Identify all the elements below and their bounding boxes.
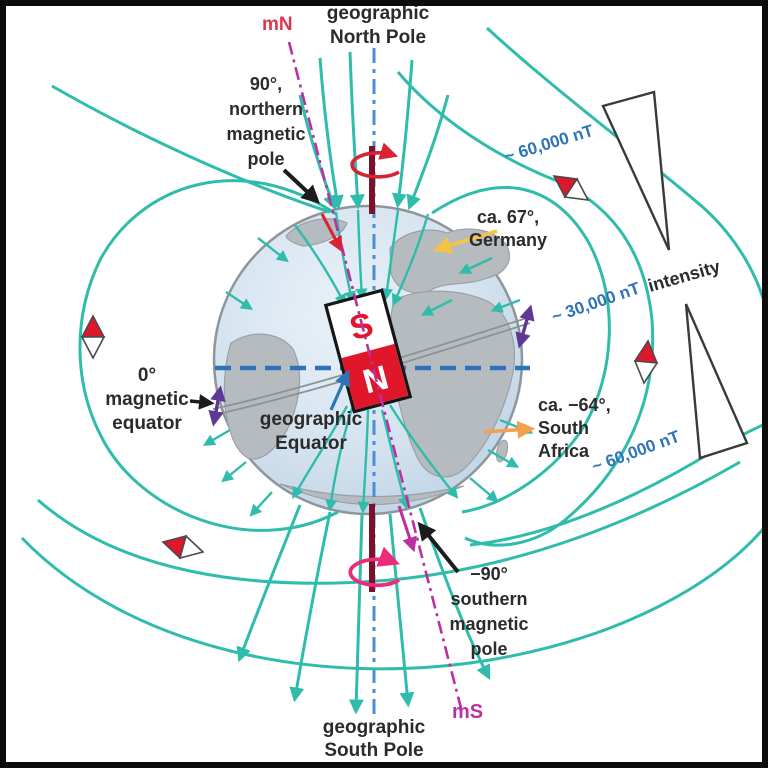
compass-needle-top-right — [552, 175, 590, 201]
geographic-equator-pointer-arrow — [329, 369, 350, 411]
equator-field-arrow-left — [208, 385, 226, 427]
intensity-triangle-south — [684, 303, 749, 460]
magnetic-equator-pointer-arrow — [189, 394, 215, 410]
surface-field-arrows — [202, 237, 534, 517]
intensity-triangle-north — [601, 90, 671, 251]
magnetic-axis-line — [287, 41, 464, 713]
south-africa-inclination-arrow — [483, 420, 536, 439]
compass-needle-left — [80, 314, 106, 360]
label-geographic-equator: geographic Equator — [259, 409, 363, 454]
label-northern-magnetic-pole: 90°, northern magnetic pole — [226, 74, 306, 169]
label-south-africa-inclination: ca. −64°, South Africa — [538, 395, 611, 461]
rotation-arrow-north — [350, 142, 400, 179]
northern-pole-pointer-arrow — [282, 168, 321, 204]
south-magnetic-pole-arrow — [397, 505, 417, 553]
label-geographic-north-pole: geographic North Pole — [326, 3, 430, 48]
label-germany-inclination: ca. 67°, Germany — [468, 207, 548, 250]
north-magnetic-pole-arrow — [320, 213, 343, 252]
equator-field-arrow-right — [515, 304, 535, 349]
field-line-left-loop — [78, 179, 339, 532]
label-magnetic-equator: 0° magnetic equator — [105, 365, 189, 434]
label-geographic-south-pole: geographic South Pole — [322, 717, 426, 761]
southern-pole-pointer-arrow — [417, 521, 460, 574]
compass-needles — [80, 175, 659, 560]
rotation-arrow-south — [348, 546, 401, 588]
intensity-scale — [601, 90, 749, 460]
field-line-bottom-arc-2 — [20, 527, 762, 671]
field-line-bottom-arc-1 — [37, 460, 741, 585]
label-mn: mN — [262, 14, 293, 35]
compass-needle-bottom-left — [161, 534, 205, 560]
interior-field-arrows — [292, 209, 459, 514]
label-southern-magnetic-pole: −90° southern magnetic pole — [449, 564, 529, 659]
polar-field-arrows-north — [298, 51, 450, 211]
label-ms: mS — [452, 701, 484, 723]
germany-inclination-arrow — [432, 229, 498, 254]
field-lines — [20, 26, 762, 715]
field-line-right-inner — [431, 186, 611, 514]
field-line-right-outer-top — [485, 26, 762, 300]
compass-needle-right — [633, 339, 659, 385]
